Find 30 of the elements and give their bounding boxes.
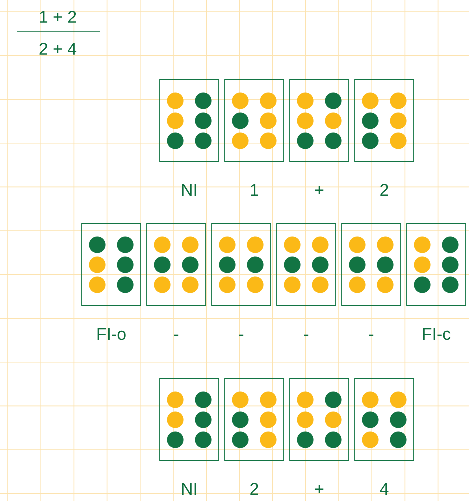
braille-cell [354,378,414,462]
cell-label: NI [182,184,196,196]
braille-cell [354,80,414,162]
braille-cell [224,378,284,462]
braille-cell [276,224,336,306]
cell-label: 2 [380,184,388,196]
cell-label: FI-c [423,328,451,340]
braille-cell [290,80,350,162]
cell-label: - [174,334,179,336]
cell-label: - [239,334,244,336]
cell-label: 4 [380,483,389,495]
braille-cell [406,224,466,306]
cell-label: FI-o [98,328,126,340]
cell-label: 2 [250,483,258,495]
braille-cell [224,80,284,162]
cell-label: 1 [251,184,258,196]
cell-label: - [369,334,374,336]
braille-cell [82,224,142,306]
braille-cell [342,224,402,306]
braille-cell [160,378,220,462]
cell-label: NI [182,483,196,495]
cell-label: - [304,334,309,336]
braille-cell [160,80,220,162]
braille-cell [212,224,272,306]
cell-label: + [315,485,324,494]
fraction-numerator: 1 + 2 [40,11,76,23]
cell-label: + [315,186,324,195]
braille-cell [290,378,350,462]
braille-cell [146,224,206,306]
fraction-denominator: 2 + 4 [40,43,77,55]
